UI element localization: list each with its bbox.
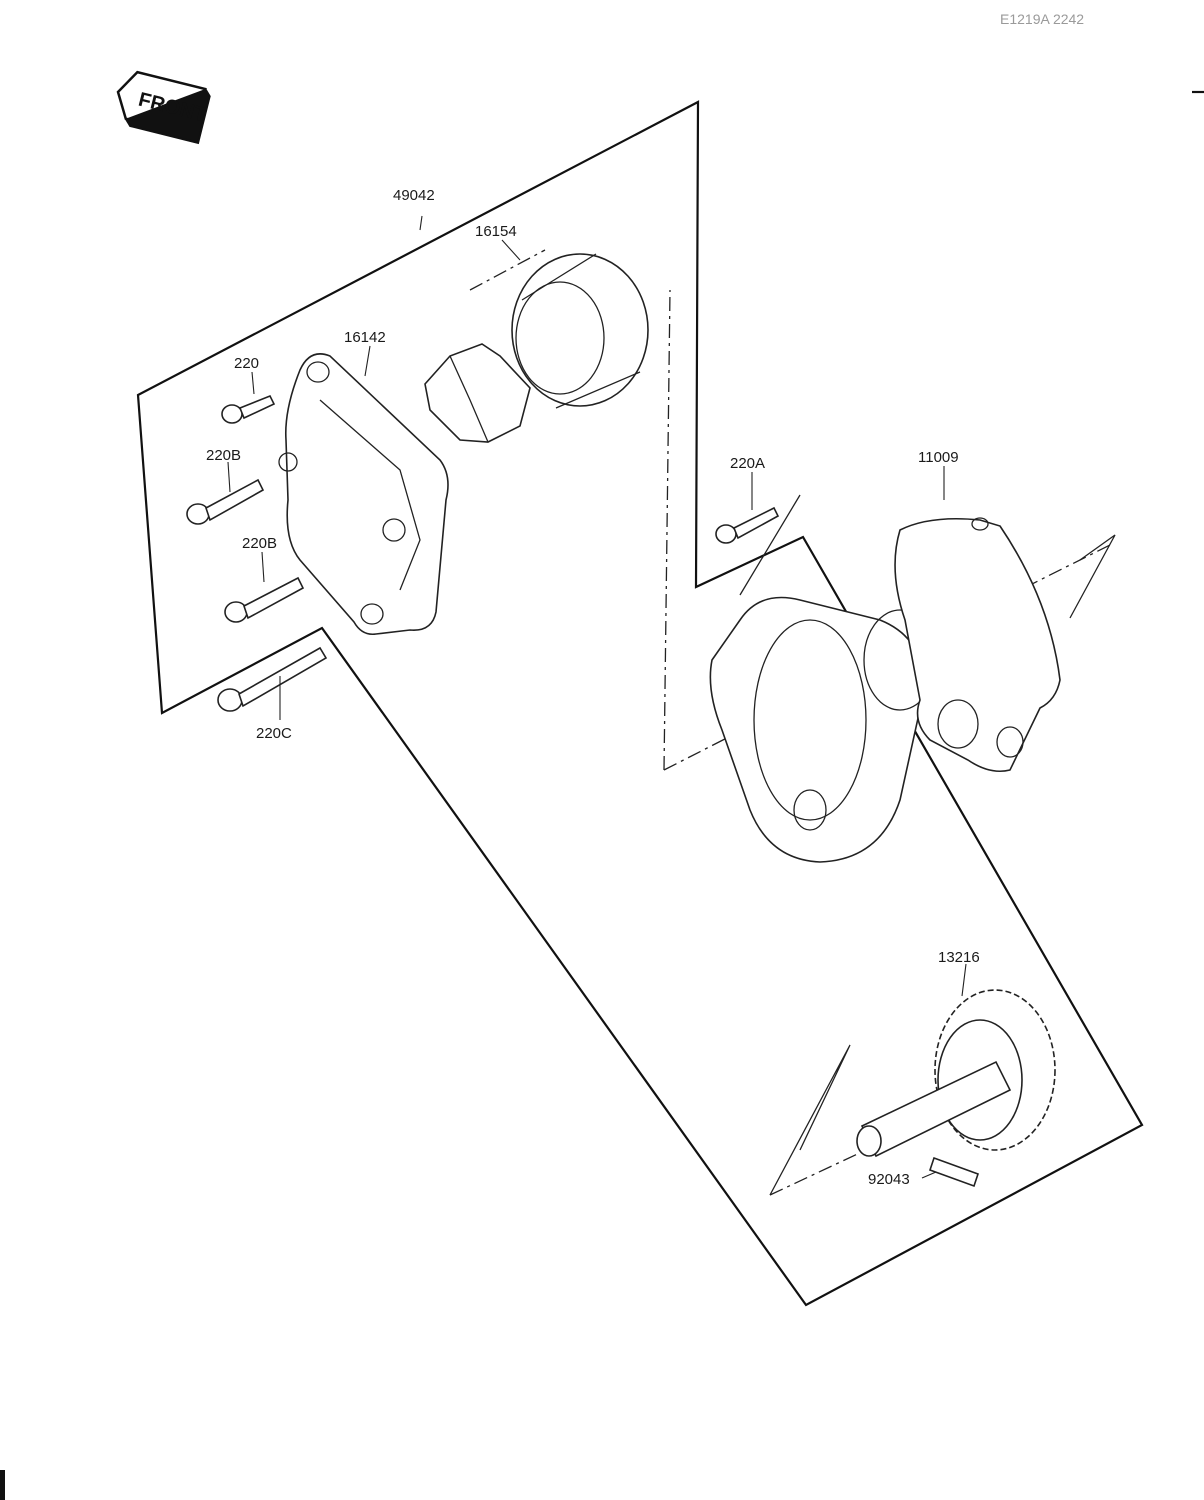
leader-220	[251, 371, 255, 395]
pump-body	[709, 596, 937, 863]
label-gasket: 11009	[918, 449, 959, 466]
label-bolt-220c: 220C	[256, 725, 292, 742]
leader-220b-upper	[227, 461, 231, 493]
pin	[928, 1156, 980, 1188]
leader-49042	[419, 215, 423, 231]
outer-rotor	[511, 253, 649, 409]
gasket	[894, 517, 1061, 773]
leader-220b-lower	[261, 551, 265, 583]
leader-13216	[961, 963, 967, 997]
gear-and-shaft	[856, 989, 1056, 1158]
leader-16154	[501, 239, 521, 261]
leader-16142	[364, 345, 371, 377]
guide-arrow-1	[739, 494, 801, 596]
center-axis-upper	[663, 289, 671, 771]
bolt-220b-upper	[186, 478, 265, 525]
label-rotor-outer: 16154	[475, 223, 517, 240]
label-pin: 92043	[868, 1171, 910, 1188]
pump-cover	[278, 353, 449, 636]
label-cover: 16142	[344, 329, 386, 346]
label-gear: 13216	[938, 949, 980, 966]
front-tag: FRONT	[116, 70, 211, 145]
label-bolt-220b-upper: 220B	[206, 447, 241, 464]
label-bolt-220b-lower: 220B	[242, 535, 277, 552]
reference-code: E1219A 2242	[1000, 11, 1084, 27]
bolt-220	[221, 394, 276, 424]
bolt-220b-lower	[224, 576, 305, 623]
label-assembly: 49042	[393, 187, 435, 204]
bolt-220a	[715, 506, 780, 544]
label-bolt-220a: 220A	[730, 455, 765, 472]
assembly-boundary	[136, 100, 1144, 1307]
leader-92043	[921, 1171, 937, 1179]
label-bolt-220: 220	[234, 355, 259, 372]
guide-arrow-2	[1069, 534, 1116, 619]
margin-mark	[0, 1470, 5, 1500]
inner-rotor	[424, 343, 531, 443]
guide-arrow-3	[769, 1044, 851, 1196]
bolt-220c	[217, 646, 328, 712]
